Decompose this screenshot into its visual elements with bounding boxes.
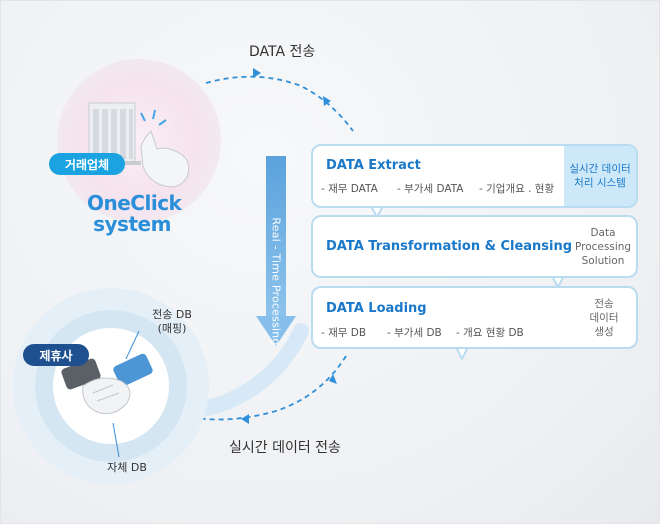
realtime-transfer-label: 실시간 데이터 전송 (229, 440, 341, 456)
processing-solution-line-1: Data (590, 227, 616, 239)
processing-solution-label: Data Processing Solution (575, 226, 631, 268)
brand-line-1: OneClick (87, 191, 182, 215)
arc-band (183, 323, 309, 419)
extract-item: - 기업개요 . 현황 (479, 183, 555, 195)
transform-title: DATA Transformation & Cleansing (326, 239, 573, 254)
partner-badge: 제휴사 (23, 344, 89, 366)
processing-solution-line-2: Processing (575, 241, 632, 253)
realtime-system-line-2: 처리 시스템 (574, 177, 626, 189)
top-arc (205, 75, 354, 132)
hand-click-icon (140, 109, 190, 188)
bottom-arrow-2 (241, 414, 249, 424)
transfer-db-line-2: (매핑) (157, 322, 187, 335)
transfer-data-line-3: 생성 (594, 326, 614, 338)
transform-box (311, 215, 638, 278)
down-arrow-icon (256, 156, 296, 346)
extract-item: - 부가세 DATA (397, 183, 464, 195)
loading-item: - 재무 DB (321, 327, 367, 339)
loading-item: - 부가세 DB (387, 327, 442, 339)
bottom-arc (185, 355, 347, 421)
client-badge: 거래업체 (49, 153, 125, 175)
bottom-arrow-1 (329, 374, 337, 384)
realtime-system-panel: 실시간 데이터 처리 시스템 (564, 146, 636, 206)
own-db-connector (112, 422, 120, 458)
top-arrow-2 (323, 96, 331, 106)
realtime-system-line-1: 실시간 데이터 (569, 163, 631, 175)
transfer-data-label: 전송 데이터 생성 (579, 297, 629, 339)
transfer-data-line-1: 전송 (594, 298, 614, 310)
top-arrow-1 (253, 68, 261, 78)
loading-title: DATA Loading (326, 301, 427, 316)
extract-item: - 재무 DATA (321, 183, 378, 195)
realtime-processing-label: Real - Time Processing (266, 217, 286, 345)
transfer-db-line-1: 전송 DB (152, 308, 192, 321)
loading-item: - 개요 현황 DB (456, 327, 524, 339)
processing-solution-line-3: Solution (581, 255, 625, 267)
transfer-data-line-2: 데이터 (589, 312, 619, 324)
brand-line-2: system (93, 212, 171, 236)
handshake-icon (61, 353, 153, 415)
transfer-db-connector (125, 330, 140, 360)
extract-title: DATA Extract (326, 158, 421, 173)
transfer-db-label: 전송 DB (매핑) (139, 308, 205, 336)
realtime-processing-text: Real - Time Processing (269, 216, 283, 346)
data-transfer-label: DATA 전송 (249, 44, 316, 60)
oneclick-brand: OneClick system (87, 191, 182, 236)
own-db-label: 자체 DB (107, 461, 147, 474)
loading-box (311, 286, 638, 349)
